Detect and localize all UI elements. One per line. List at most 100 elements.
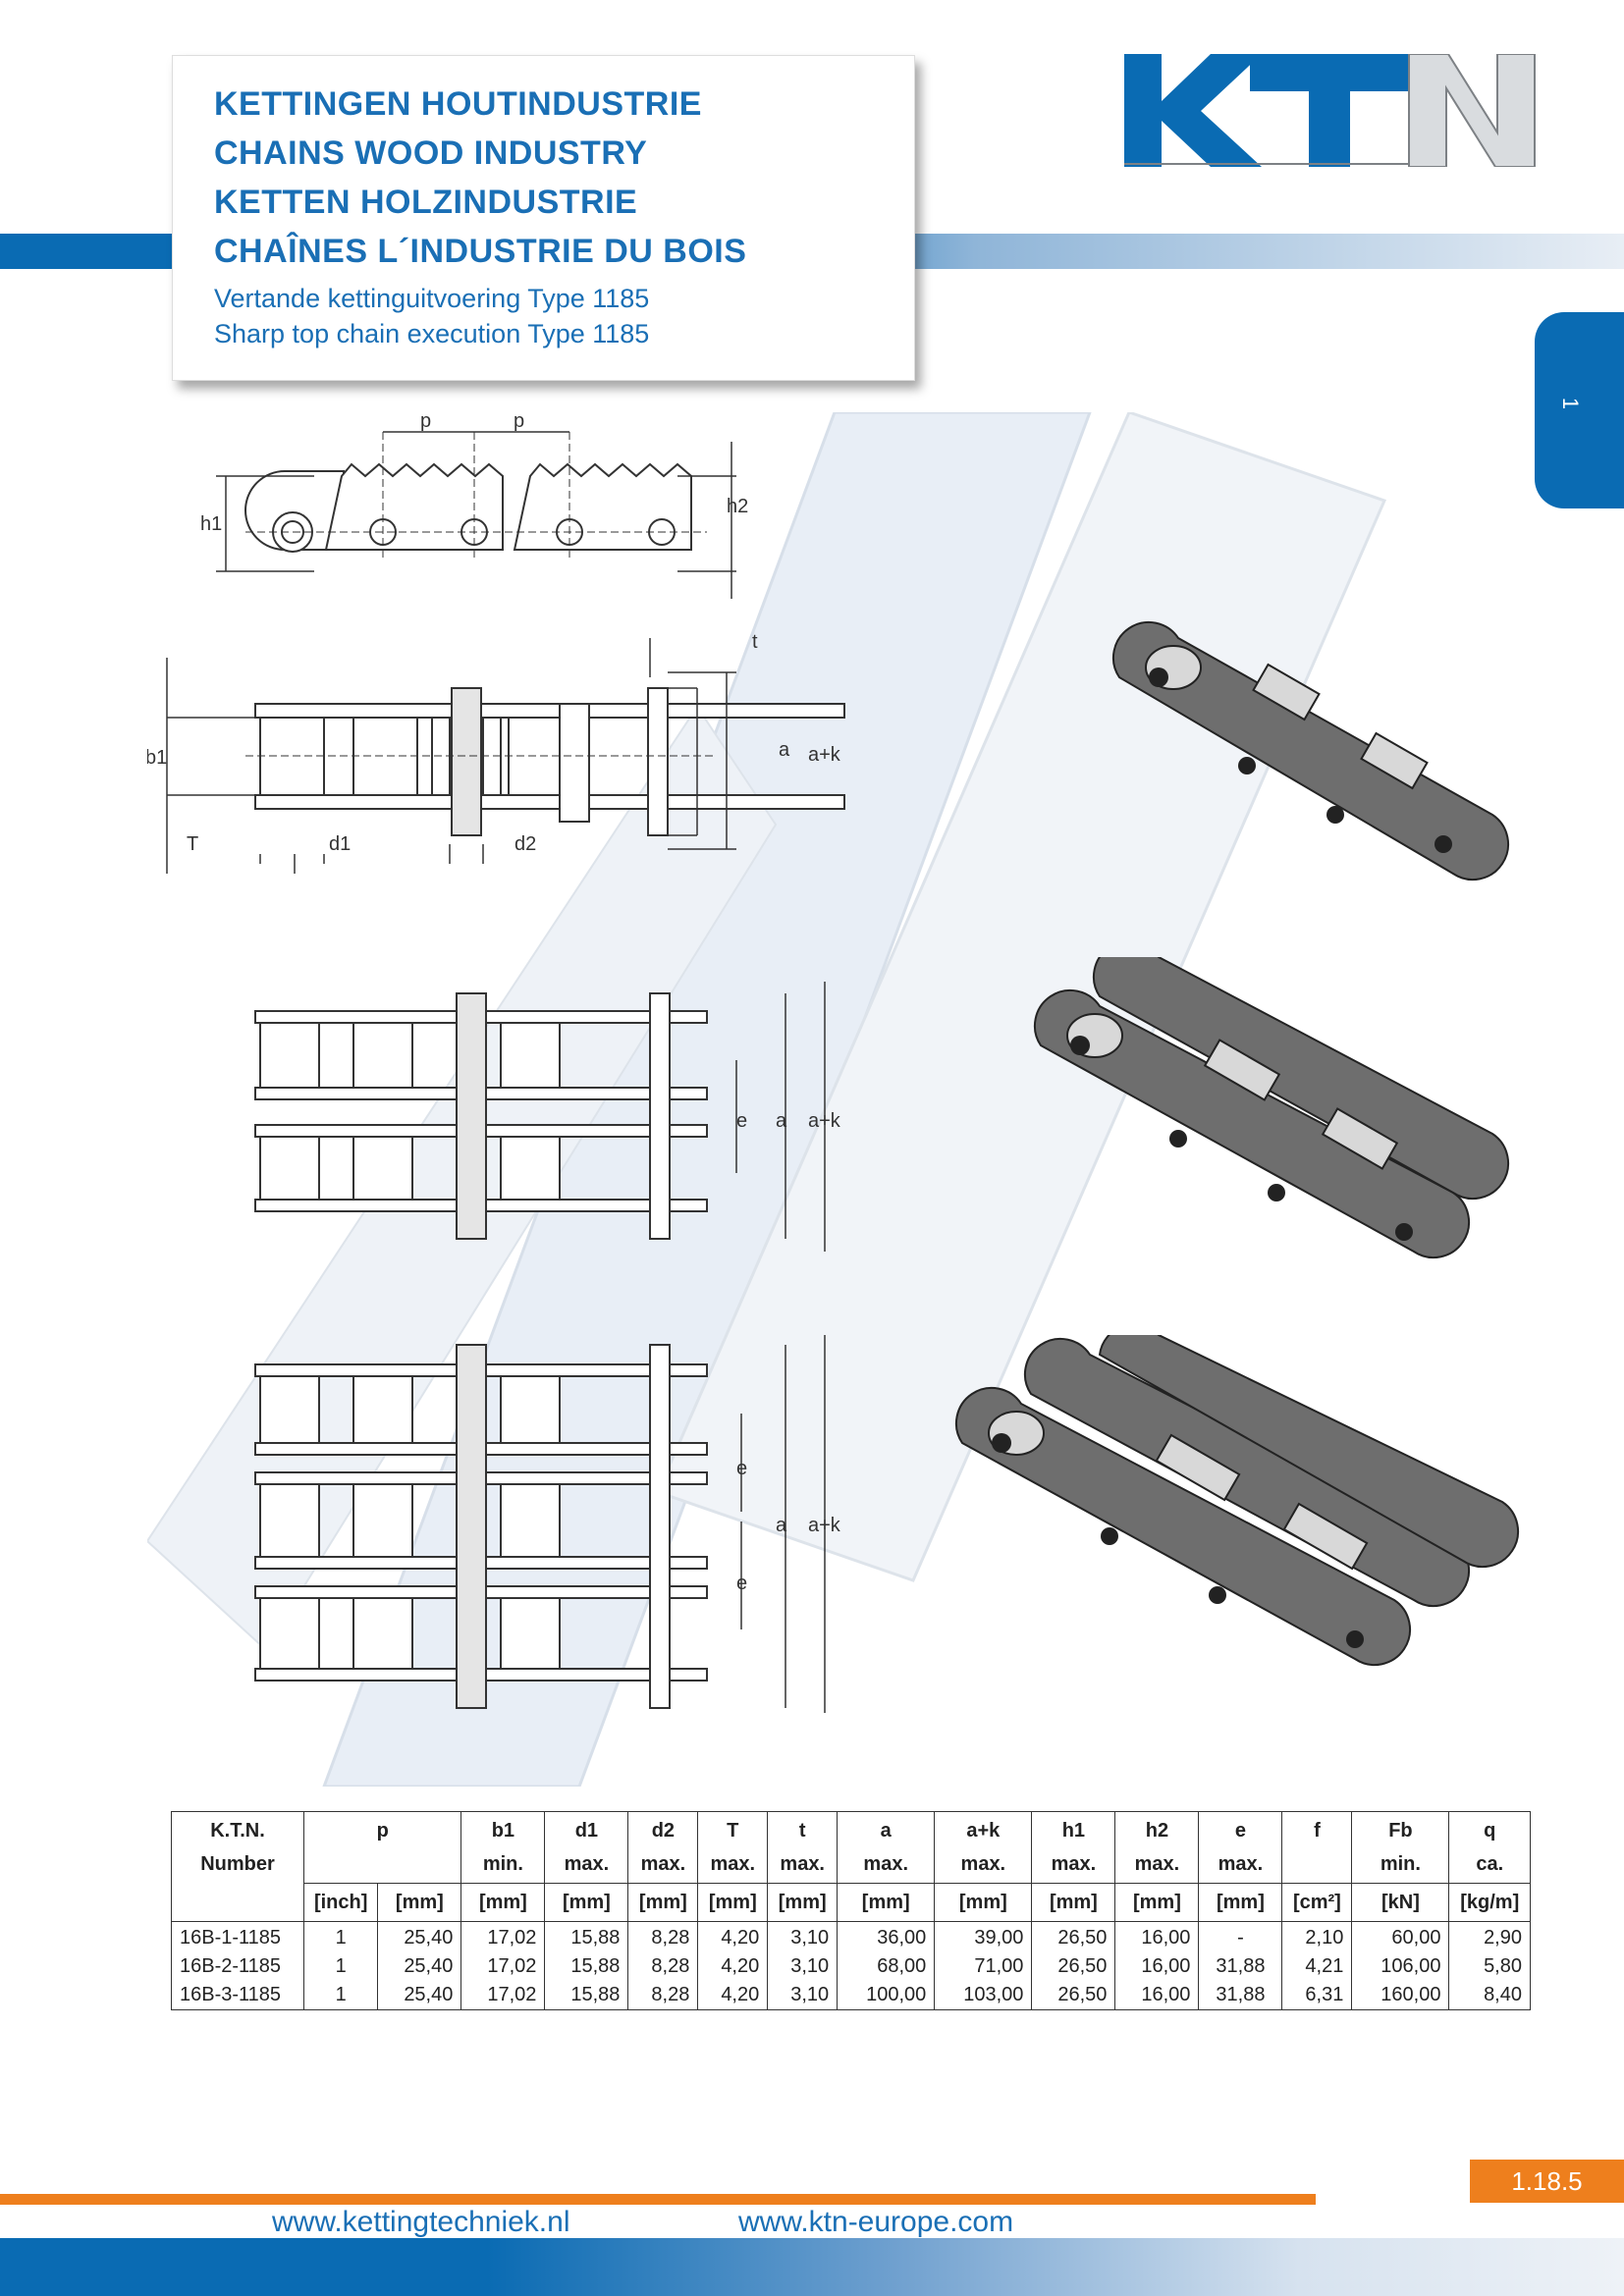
table-cell: 26,50 [1031, 1952, 1116, 1981]
label-a: a [776, 1110, 787, 1132]
table-cell: 60,00 [1351, 1921, 1450, 1952]
header-text: min. [1380, 1853, 1421, 1875]
table-cell: 8,28 [627, 1952, 699, 1981]
label-a: a [776, 1515, 787, 1536]
label-a: a [779, 739, 790, 761]
header-text: max. [863, 1853, 909, 1875]
unit-cell: [mm] [767, 1883, 839, 1922]
unit-cell: [cm²] [1281, 1883, 1353, 1922]
table-cell: 4,20 [697, 1952, 769, 1981]
table-cell: 16,00 [1114, 1981, 1200, 2010]
table-cell: 8,28 [627, 1981, 699, 2010]
header-text: a [880, 1820, 892, 1842]
table-cell: 160,00 [1351, 1981, 1450, 2010]
label-ak: a+k [808, 744, 841, 766]
single-strand-top-view: t b1 T d1 d2 a a+k [147, 631, 845, 874]
col-header-fb: Fb min. [1351, 1811, 1450, 1884]
header-text: e [1234, 1820, 1246, 1842]
duplex-top-view: e a a+k [254, 982, 841, 1252]
units-empty [171, 1883, 304, 1922]
label-t: t [752, 631, 758, 653]
header-text: h2 [1145, 1820, 1169, 1842]
header-text: max. [1134, 1853, 1180, 1875]
label-h2: h2 [727, 496, 748, 517]
table-cell: 2,10 [1281, 1921, 1353, 1952]
header-text: t [798, 1820, 806, 1842]
table-cell: 16B-3-1185 [171, 1981, 304, 2010]
unit-cell: [mm] [837, 1883, 936, 1922]
table-cell: 3,10 [767, 1921, 839, 1952]
unit-cell: [kN] [1351, 1883, 1450, 1922]
label-d1: d1 [329, 833, 351, 855]
table-cell: 17,02 [460, 1952, 546, 1981]
subtitle-nl: Vertande kettinguitvoering Type 1185 [214, 284, 650, 313]
subtitle-en: Sharp top chain execution Type 1185 [214, 319, 650, 348]
table-cell: 16B-2-1185 [171, 1952, 304, 1981]
header-text: max. [1218, 1853, 1264, 1875]
table-cell: 17,02 [460, 1921, 546, 1952]
label-ak: a+k [808, 1515, 841, 1536]
table-cell: 1 [302, 1952, 379, 1981]
title-en: CHAINS WOOD INDUSTRY [214, 134, 648, 172]
col-header-e: e max. [1198, 1811, 1283, 1884]
label-p: p [514, 410, 524, 432]
table-cell: 39,00 [934, 1921, 1033, 1952]
col-header-d1: d1 max. [544, 1811, 629, 1884]
bottom-blue-band [0, 2238, 1624, 2296]
units-row: [inch] [mm] [mm] [mm] [mm] [mm] [mm] [mm… [171, 1883, 1531, 1922]
title-de: KETTEN HOLZINDUSTRIE [214, 184, 638, 221]
table-cell: 3,10 [767, 1952, 839, 1981]
unit-cell: [mm] [1198, 1883, 1283, 1922]
col-header-q: q ca. [1448, 1811, 1531, 1884]
header-text: ca. [1476, 1853, 1504, 1875]
table-cell: 103,00 [934, 1981, 1033, 2010]
table-cell: 15,88 [544, 1981, 629, 2010]
table-cell: 25,40 [377, 1981, 462, 2010]
unit-cell: [mm] [627, 1883, 699, 1922]
table-cell: 1 [302, 1921, 379, 1952]
section-tab: 1 [1535, 312, 1624, 508]
col-header-ktn: K.T.N. Number [171, 1811, 304, 1884]
side-view-drawing: p p h1 h2 [200, 410, 748, 599]
col-header-h2: h2 max. [1114, 1811, 1200, 1884]
header-text: K.T.N. [210, 1820, 265, 1842]
unit-cell: [mm] [697, 1883, 769, 1922]
label-b1: b1 [147, 747, 167, 769]
table-cell: 17,02 [460, 1981, 546, 2010]
label-ak: a+k [808, 1110, 841, 1132]
table-cell: 31,88 [1198, 1981, 1283, 2010]
header-text: Fb [1388, 1820, 1413, 1842]
table-cell: 25,40 [377, 1921, 462, 1952]
table-cell: 4,21 [1281, 1952, 1353, 1981]
table-cell: 15,88 [544, 1952, 629, 1981]
table-cell: 8,28 [627, 1921, 699, 1952]
simplex-chain-render [1111, 620, 1510, 881]
header-text: d1 [574, 1820, 599, 1842]
label-e-lower: e [736, 1573, 747, 1594]
table-cell: 26,50 [1031, 1921, 1116, 1952]
table-cell: 5,80 [1448, 1952, 1531, 1981]
table-cell: 71,00 [934, 1952, 1033, 1981]
table-cell: 16B-1-1185 [171, 1921, 304, 1952]
link-kettingtechniek[interactable]: www.kettingtechniek.nl [272, 2206, 570, 2238]
header-text: q [1484, 1820, 1496, 1842]
header-text: max. [564, 1853, 610, 1875]
unit-cell: [mm] [460, 1883, 546, 1922]
table-cell: 16,00 [1114, 1921, 1200, 1952]
link-ktn-europe[interactable]: www.ktn-europe.com [738, 2206, 1014, 2238]
unit-cell: [inch] [302, 1883, 379, 1922]
title-fr: CHAÎNES L´INDUSTRIE DU BOIS [214, 233, 747, 270]
table-cell: 6,31 [1281, 1981, 1353, 2010]
header-text: d2 [651, 1820, 676, 1842]
orange-divider [0, 2194, 1316, 2205]
header-text: max. [780, 1853, 825, 1875]
label-T: T [187, 833, 198, 855]
table-cell: 15,88 [544, 1921, 629, 1952]
label-e-upper: e [736, 1458, 747, 1479]
table-cell: 36,00 [837, 1921, 936, 1952]
page-number: 1.18.5 [1470, 2160, 1624, 2203]
